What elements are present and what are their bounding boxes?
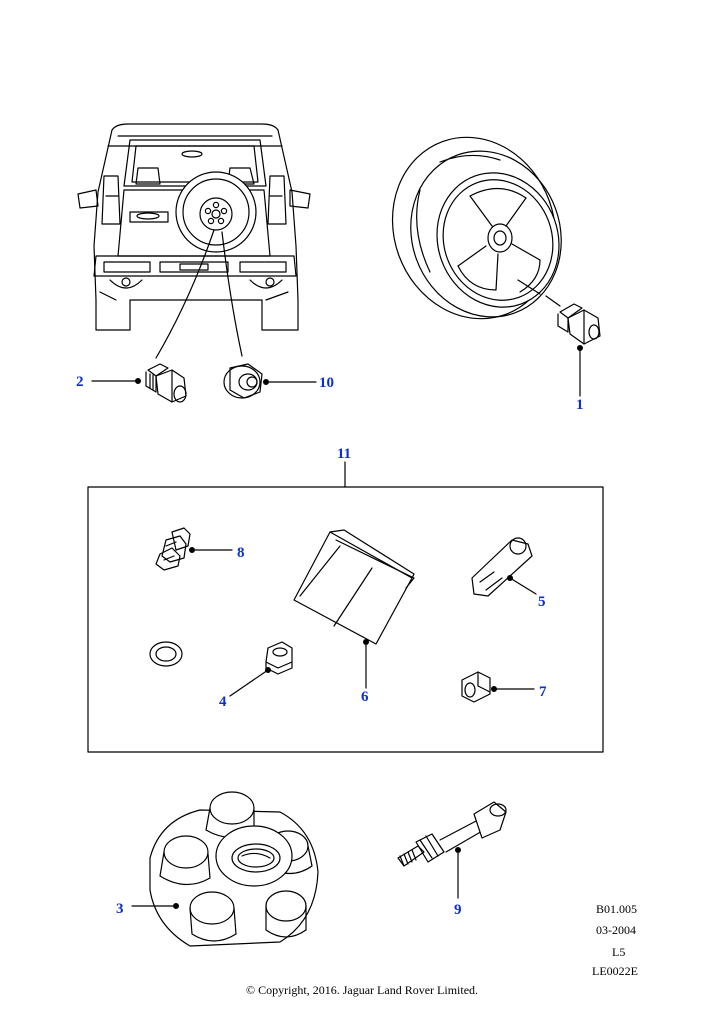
diagram-level: L5 — [612, 945, 626, 959]
part-7-illustration — [461, 671, 491, 703]
part-4-illustration — [265, 641, 293, 675]
part-5-illustration — [471, 537, 533, 597]
part-9-illustration — [397, 801, 507, 867]
callout-4[interactable]: 4 — [219, 694, 227, 710]
diagram-date: 03-2004 — [596, 923, 636, 937]
callout-3[interactable]: 3 — [116, 901, 124, 917]
diagram-code: LE0022E — [592, 964, 638, 978]
copyright-notice: © Copyright, 2016. Jaguar Land Rover Lim… — [245, 983, 479, 997]
part-8-illustration — [155, 527, 191, 571]
alloy-wheel-illustration — [391, 136, 562, 320]
washer-illustration — [149, 641, 183, 667]
callout-7[interactable]: 7 — [539, 684, 547, 700]
part-2-illustration — [145, 363, 187, 403]
callout-10[interactable]: 10 — [319, 375, 334, 391]
part-1-illustration — [557, 303, 601, 345]
callout-1[interactable]: 1 — [576, 397, 584, 413]
callout-11[interactable]: 11 — [337, 446, 352, 462]
vehicle-rear-illustration — [77, 123, 311, 359]
callout-2[interactable]: 2 — [76, 374, 84, 390]
callout-5[interactable]: 5 — [538, 594, 546, 610]
callout-9[interactable]: 9 — [454, 902, 462, 918]
part-6-illustration — [293, 529, 415, 645]
part-3-illustration — [149, 791, 319, 947]
callout-6[interactable]: 6 — [361, 689, 369, 705]
callout-8[interactable]: 8 — [237, 545, 245, 561]
part-10-illustration — [223, 363, 263, 399]
diagram-reference: B01.005 — [596, 902, 638, 916]
